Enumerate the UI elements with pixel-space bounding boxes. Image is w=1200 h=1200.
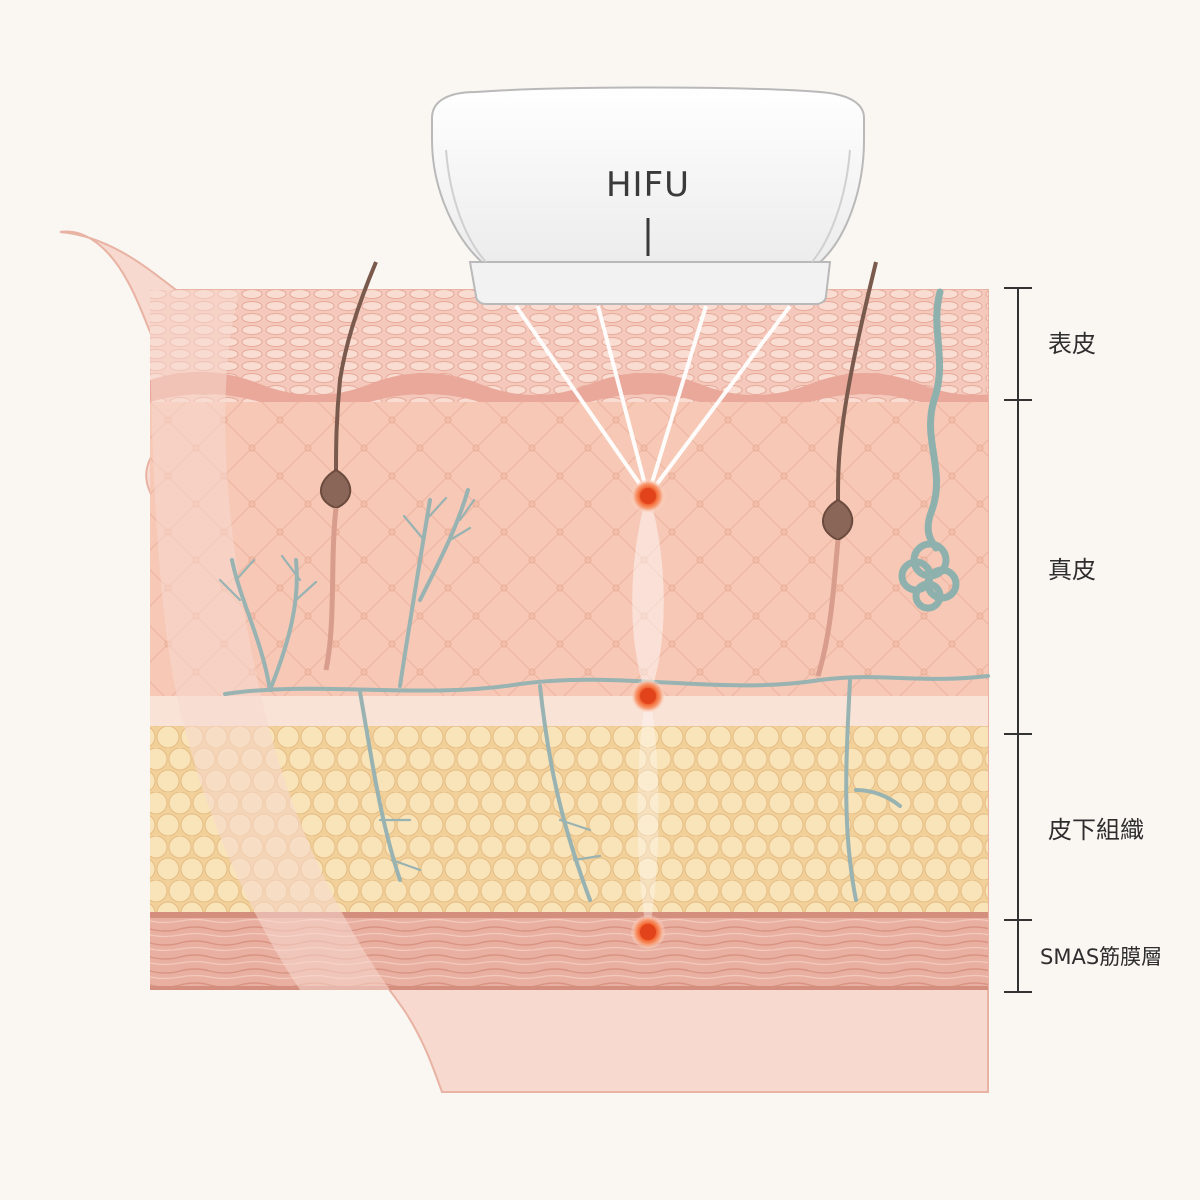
focal-point-icon bbox=[631, 479, 665, 513]
dermis-layer bbox=[150, 402, 988, 696]
device-indicator-line bbox=[647, 218, 650, 256]
label-dermis: 真皮 bbox=[1048, 556, 1096, 584]
focal-point-icon bbox=[631, 679, 665, 713]
label-smas: SMAS筋膜層 bbox=[1040, 945, 1162, 969]
focal-point-icon bbox=[631, 915, 665, 949]
device-label: HIFU bbox=[606, 165, 690, 205]
hifu-device: HIFU bbox=[432, 88, 864, 305]
label-subcutaneous: 皮下組織 bbox=[1048, 816, 1144, 844]
label-epidermis: 表皮 bbox=[1048, 330, 1096, 358]
dermis-fat-boundary bbox=[150, 696, 988, 726]
device-base bbox=[470, 262, 830, 304]
